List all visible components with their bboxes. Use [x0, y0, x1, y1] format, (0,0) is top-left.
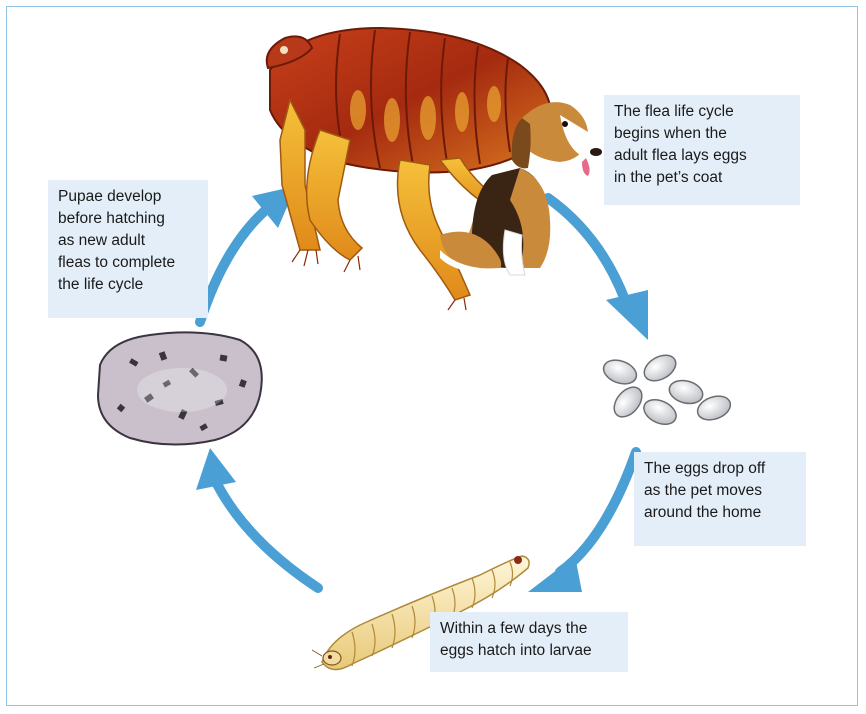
caption-eggs-hatch: Within a few days the eggs hatch into la… [430, 612, 628, 672]
caption-line: The flea life cycle [614, 101, 790, 123]
flea-eggs-illustration [600, 350, 733, 429]
caption-eggs-drop: The eggs drop off as the pet moves aroun… [634, 452, 806, 546]
caption-line: Within a few days the [440, 618, 618, 640]
caption-line: eggs hatch into larvae [440, 640, 618, 662]
caption-line: fleas to complete [58, 252, 198, 274]
caption-line: Pupae develop [58, 186, 198, 208]
caption-line: The eggs drop off [644, 458, 796, 480]
caption-line: around the home [644, 502, 796, 524]
caption-line: in the pet’s coat [614, 167, 790, 189]
caption-adult-lays-eggs: The flea life cycle begins when the adul… [604, 95, 800, 205]
flea-pupa-illustration [98, 332, 262, 444]
caption-line: begins when the [614, 123, 790, 145]
arrow-pupa-to-adult [200, 186, 296, 322]
caption-line: as the pet moves [644, 480, 796, 502]
arrow-larvae-to-pupa [196, 448, 318, 588]
caption-line: the life cycle [58, 274, 198, 296]
caption-line: adult flea lays eggs [614, 145, 790, 167]
arrow-dog-to-eggs [548, 198, 648, 340]
caption-line: before hatching [58, 208, 198, 230]
caption-pupae-develop: Pupae develop before hatching as new adu… [48, 180, 208, 318]
arrow-eggs-to-larvae [528, 452, 636, 592]
caption-line: as new adult [58, 230, 198, 252]
